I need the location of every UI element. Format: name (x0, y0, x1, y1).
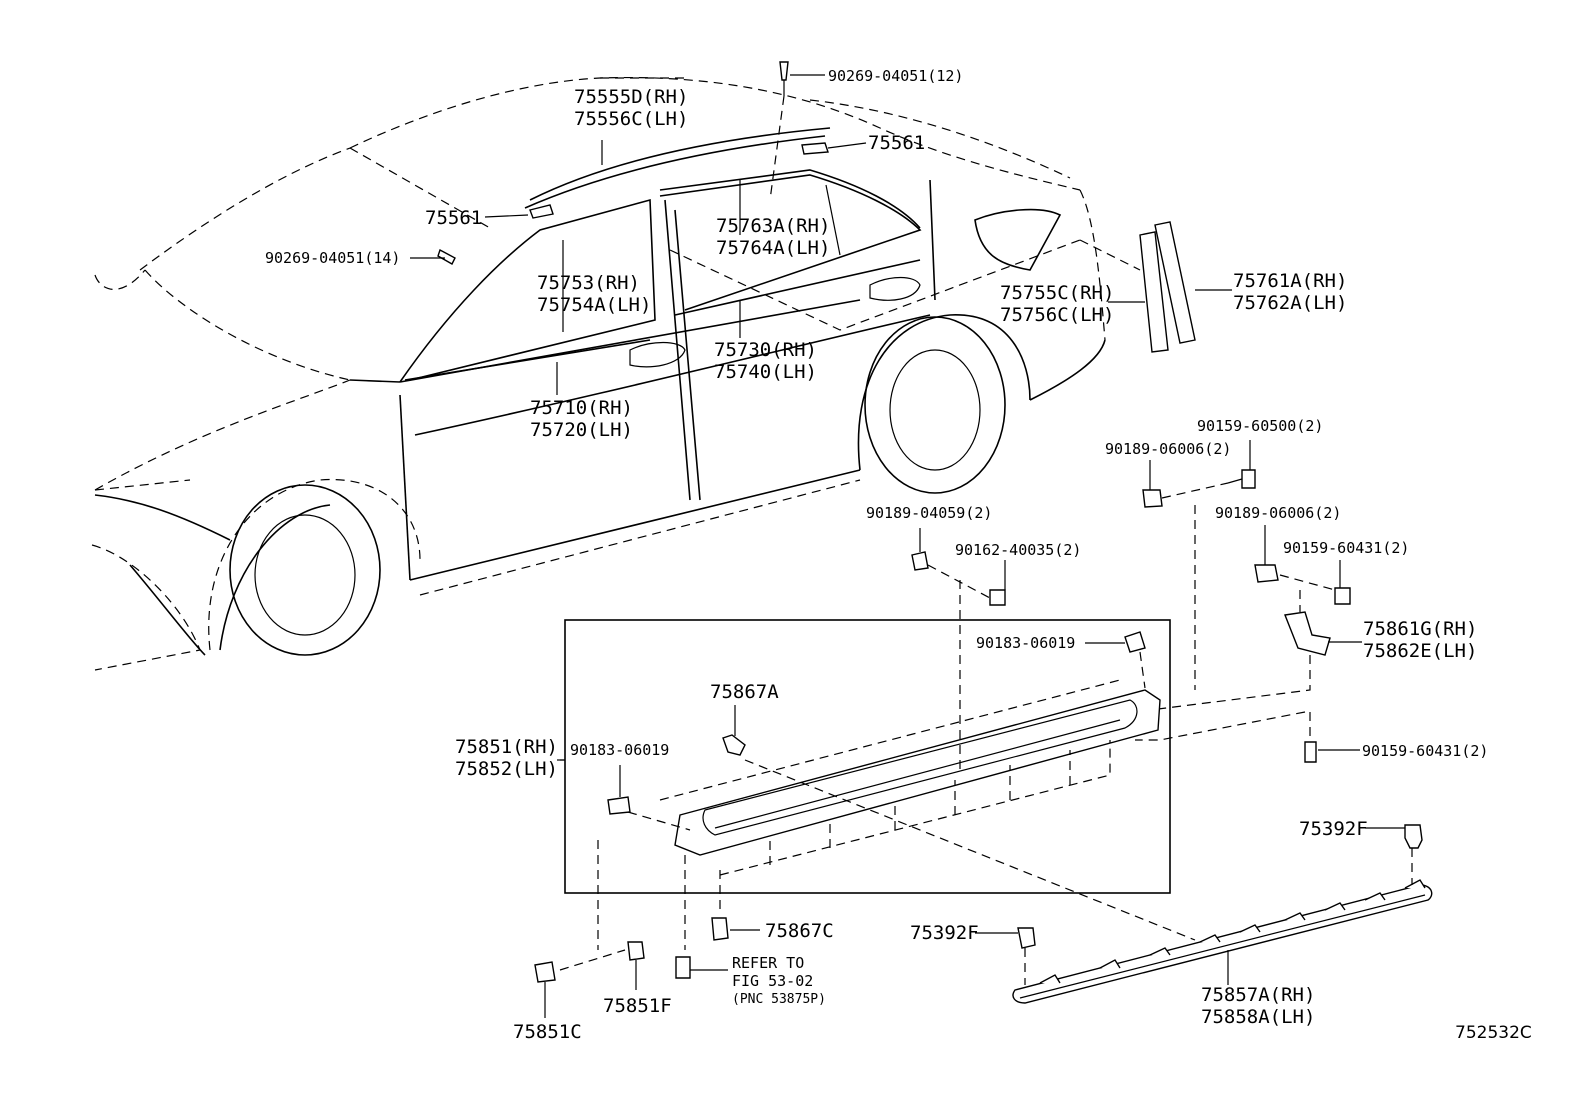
part-labels: 90269-04051(12) 75555D(RH) 75556C(LH) 75… (265, 67, 1532, 1043)
label-75851-rh: 75851(RH) (455, 736, 558, 758)
rear-pillar-garnish (1108, 221, 1232, 353)
window-frame-molding-upper (659, 169, 921, 235)
label-90269-04051-12: 90269-04051(12) (828, 67, 963, 85)
label-75740-lh: 75740(LH) (714, 361, 817, 383)
label-90189-04059: 90189-04059(2) (866, 504, 992, 522)
detail-box (560, 528, 1196, 941)
label-90189-06006-b: 90189-06006(2) (1215, 504, 1341, 522)
label-75851c: 75851C (513, 1021, 582, 1043)
label-fig-53-02: FIG 53-02 (732, 972, 813, 990)
label-75556c-lh: 75556C(LH) (574, 108, 688, 130)
clip-75561-top (801, 142, 867, 155)
label-75851f: 75851F (603, 995, 672, 1017)
screw-90269-top (769, 61, 825, 201)
label-75710-rh: 75710(RH) (530, 397, 633, 419)
label-90159-60431-a: 90159-60431(2) (1283, 539, 1409, 557)
label-90269-04051-14: 90269-04051(14) (265, 249, 400, 267)
label-75761a-rh: 75761A(RH) (1233, 270, 1347, 292)
label-75753-rh: 75753(RH) (537, 272, 640, 294)
label-75755c-rh: 75755C(RH) (1000, 282, 1114, 304)
label-75764a-lh: 75764A(LH) (716, 237, 830, 259)
label-75867a: 75867A (710, 681, 779, 703)
label-75858a-lh: 75858A(LH) (1201, 1006, 1315, 1028)
diagram-code: 752532C (1455, 1023, 1532, 1043)
lower-fasteners (534, 840, 760, 1018)
label-75867c: 75867C (765, 920, 834, 942)
label-75857a-rh: 75857A(RH) (1201, 984, 1315, 1006)
roof-molding (524, 127, 831, 209)
clip-75561-left (484, 204, 554, 219)
label-75754a-lh: 75754A(LH) (537, 294, 651, 316)
label-75392f-left: 75392F (910, 922, 979, 944)
label-75720-lh: 75720(LH) (530, 419, 633, 441)
label-90159-60500: 90159-60500(2) (1197, 417, 1323, 435)
label-90183-06019-b: 90183-06019 (570, 741, 669, 759)
rocker-fasteners-right (1135, 440, 1362, 763)
label-pnc-53875p: (PNC 53875P) (732, 992, 826, 1007)
label-75763a-rh: 75763A(RH) (716, 215, 830, 237)
belt-molding (404, 240, 921, 395)
screw-90269-left (410, 248, 456, 265)
label-75730-rh: 75730(RH) (714, 339, 817, 361)
label-90159-60431-b: 90159-60431(2) (1362, 742, 1488, 760)
label-75861g-rh: 75861G(RH) (1363, 618, 1477, 640)
label-refer-to: REFER TO (732, 954, 804, 972)
label-75756c-lh: 75756C(LH) (1000, 304, 1114, 326)
label-75862e-lh: 75862E(LH) (1363, 640, 1477, 662)
label-90189-06006-a: 90189-06006(2) (1105, 440, 1231, 458)
label-75561-top: 75561 (868, 132, 925, 154)
label-75555d-rh: 75555D(RH) (574, 86, 688, 108)
label-75852-lh: 75852(LH) (455, 758, 558, 780)
lower-rocker-molding (975, 824, 1433, 1004)
label-75561-left: 75561 (425, 207, 482, 229)
label-90183-06019-a: 90183-06019 (976, 634, 1075, 652)
label-75392f-right: 75392F (1299, 818, 1368, 840)
label-90162-40035: 90162-40035(2) (955, 541, 1081, 559)
label-75762a-lh: 75762A(LH) (1233, 292, 1347, 314)
